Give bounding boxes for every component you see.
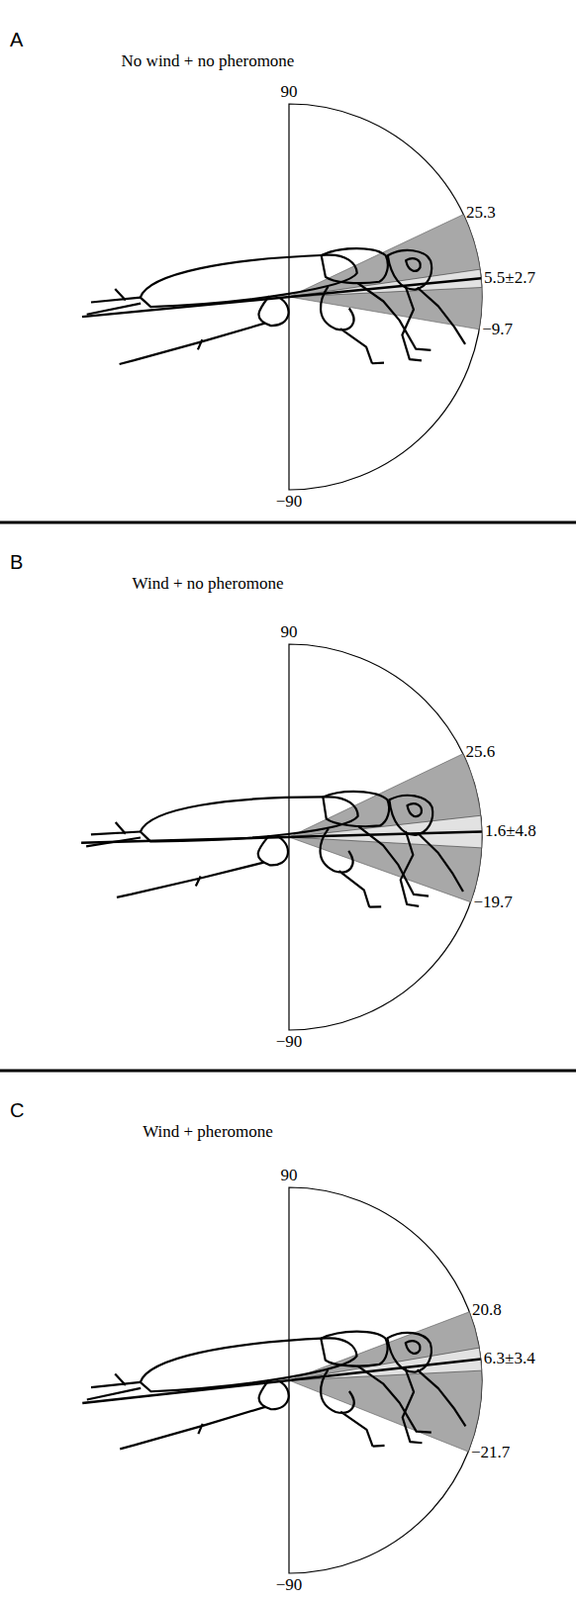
insect-part xyxy=(405,1341,421,1355)
angle-label: 1.6±4.8 xyxy=(484,822,537,842)
insect-part xyxy=(115,835,289,898)
range-wedge xyxy=(288,214,482,330)
insect-part xyxy=(399,283,467,363)
angle-label: −21.7 xyxy=(471,1443,510,1463)
insect-part xyxy=(320,1329,389,1369)
insect-part xyxy=(320,246,388,286)
angle-label: 90 xyxy=(281,83,298,102)
angle-label: 20.8 xyxy=(472,1301,502,1321)
range-wedge xyxy=(288,1312,482,1452)
angle-label: 90 xyxy=(281,1166,298,1186)
body-axis xyxy=(81,832,482,844)
cockroach xyxy=(85,789,464,912)
angle-label: 25.6 xyxy=(466,743,496,763)
angle-label: −9.7 xyxy=(481,320,513,340)
body-axis xyxy=(82,278,481,317)
divider xyxy=(0,521,576,525)
cockroach xyxy=(83,1325,467,1466)
angle-label: 25.3 xyxy=(466,203,496,223)
semicircle xyxy=(288,1187,482,1574)
angle-label: −90 xyxy=(276,1033,303,1053)
insect-part xyxy=(399,830,464,907)
angle-label: 90 xyxy=(281,623,298,643)
insect-part xyxy=(138,253,359,308)
angle-label: 5.5±2.7 xyxy=(483,269,536,288)
panel xyxy=(82,103,482,490)
semicircle xyxy=(288,103,482,490)
panel-letter: A xyxy=(9,28,23,51)
insect-part xyxy=(85,288,141,315)
insect-part xyxy=(319,827,382,908)
panel-title: Wind + no pheromone xyxy=(132,575,285,594)
divider xyxy=(0,1069,576,1073)
panel-letter: C xyxy=(9,1099,24,1122)
insect-part xyxy=(398,1364,467,1444)
angle-label: 6.3±3.4 xyxy=(483,1349,536,1369)
insect-part xyxy=(85,1372,141,1401)
panel-title: No wind + no pheromone xyxy=(121,52,295,72)
sd-band xyxy=(288,1347,482,1381)
panel xyxy=(82,1187,482,1574)
angle-label: −90 xyxy=(276,1576,303,1596)
panel-letter: B xyxy=(9,551,23,574)
panel-title: Wind + pheromone xyxy=(142,1123,274,1143)
insect-part xyxy=(322,790,389,828)
angle-label: −19.7 xyxy=(473,893,512,913)
angle-label: −90 xyxy=(276,492,303,512)
insect-part xyxy=(406,803,422,817)
body-axis xyxy=(82,1359,481,1404)
insect-part xyxy=(388,794,433,836)
insect-part xyxy=(405,258,421,273)
range-wedge xyxy=(288,754,482,903)
panel xyxy=(81,644,482,1031)
